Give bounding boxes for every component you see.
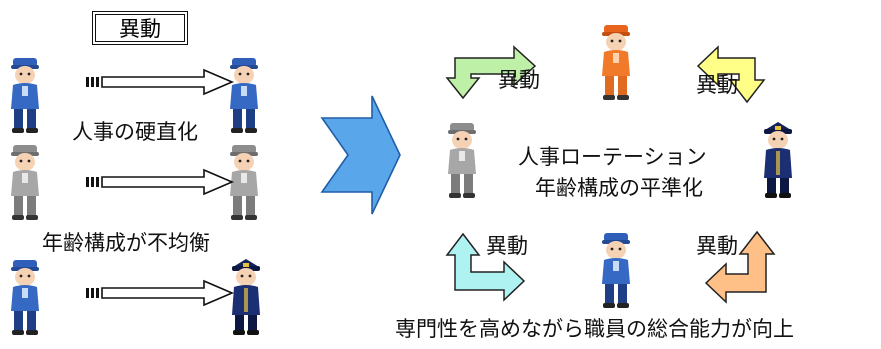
worker-blue-icon (11, 58, 39, 133)
transfer-label-bottom-left: 異動 (486, 234, 528, 258)
transfer-label-bottom-right: 異動 (696, 234, 738, 258)
right-arrow-icon (85, 280, 233, 306)
transfer-label-top-right: 異動 (696, 73, 738, 97)
overall-ability-caption: 専門性を高めながら職員の総合能力が向上 (395, 317, 794, 341)
worker-gray-icon (230, 145, 258, 220)
rotation-caption: 人事ローテーション (518, 145, 707, 169)
transfer-label-box: 異動 (92, 11, 188, 45)
rigid-personnel-caption: 人事の硬直化 (72, 120, 198, 144)
cycle-arrow-icon (696, 45, 766, 104)
big-right-arrow-icon (320, 95, 401, 215)
cycle-arrow-icon (704, 230, 776, 304)
worker-blue-icon (11, 260, 39, 335)
worker-orange-icon (602, 25, 630, 100)
right-arrow-icon (85, 169, 233, 195)
unbalanced-age-caption: 年齢構成が不均衡 (42, 231, 210, 255)
worker-blue-icon (602, 233, 630, 308)
worker-gray-icon (11, 145, 39, 220)
worker-blue-icon (230, 58, 258, 133)
cycle-arrow-icon (445, 45, 537, 100)
police-officer-icon (232, 259, 260, 335)
age-leveling-caption: 年齢構成の平準化 (535, 176, 703, 200)
worker-gray-icon (448, 123, 476, 198)
right-arrow-icon (85, 69, 233, 95)
cycle-arrow-icon (445, 232, 526, 302)
police-officer-icon (764, 122, 792, 198)
transfer-label-top-left: 異動 (498, 68, 540, 92)
